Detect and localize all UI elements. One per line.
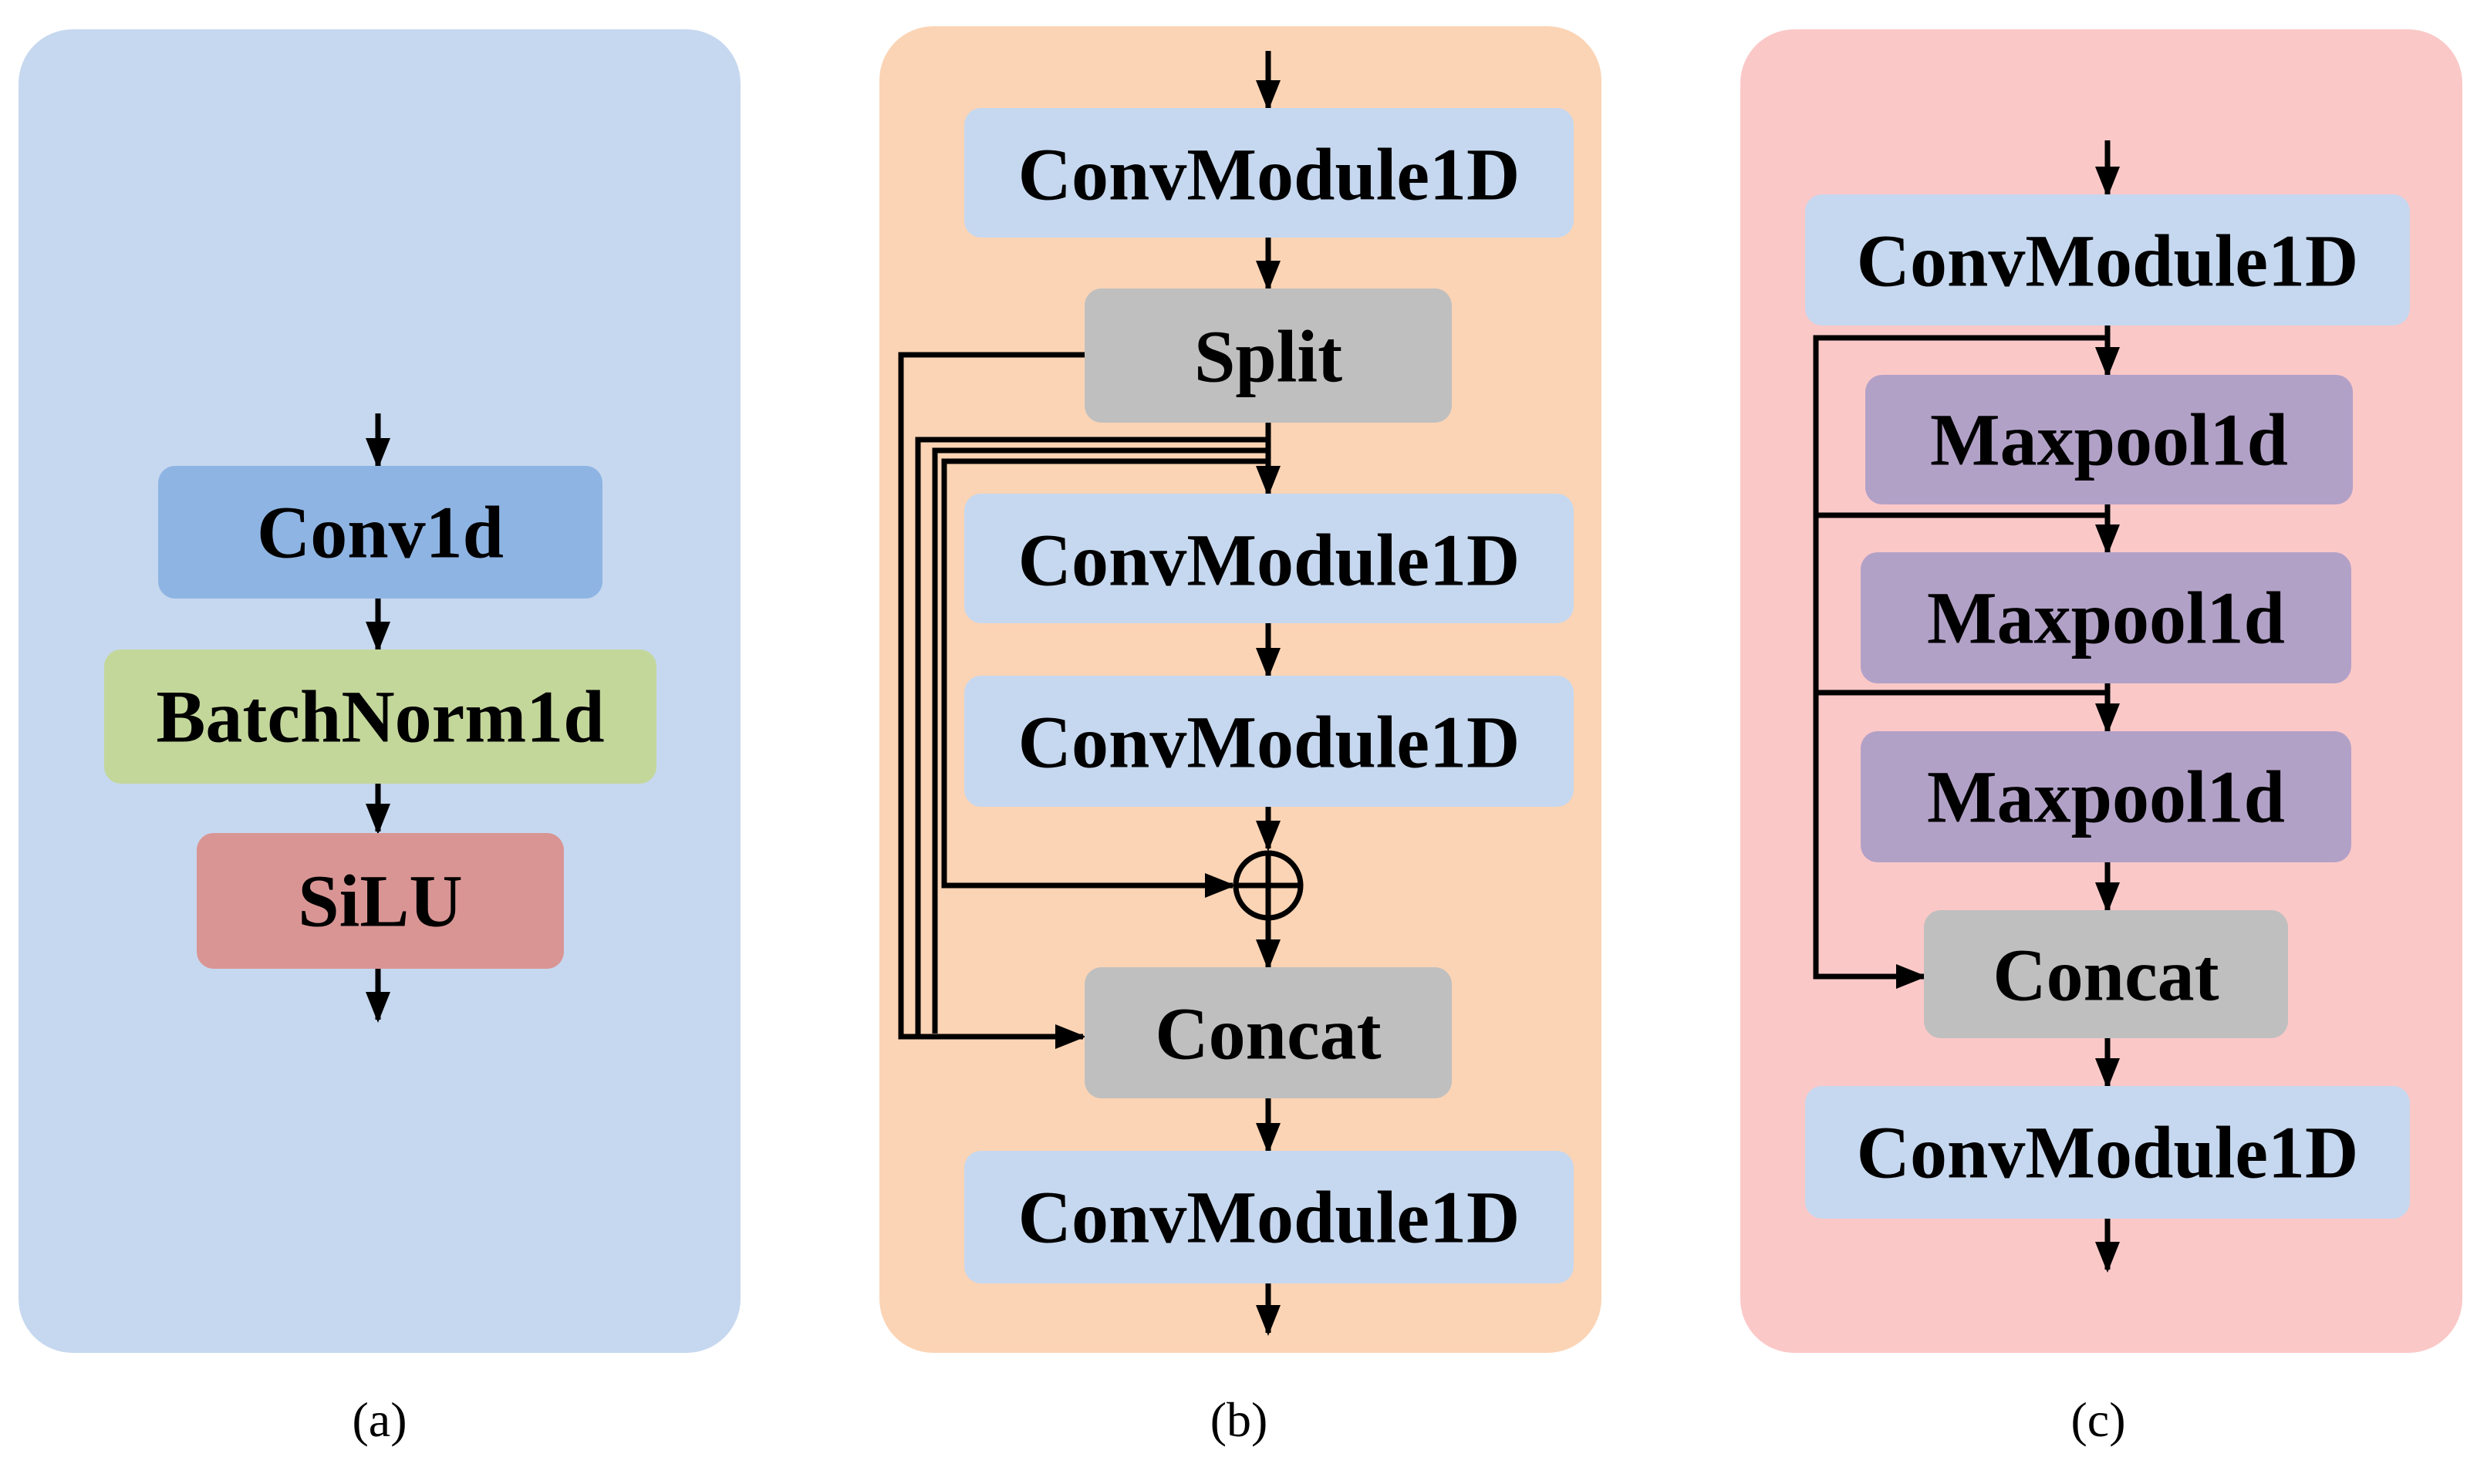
concat-label: Concat — [1155, 993, 1381, 1075]
conv-module-mid1-label: ConvModule1D — [1018, 519, 1520, 602]
conv-module-top-label: ConvModule1D — [1857, 220, 2359, 302]
maxpool-label-3: Maxpool1d — [1927, 756, 2285, 838]
panel-a-caption: (a) — [352, 1392, 407, 1447]
conv-module-top-label: ConvModule1D — [1018, 133, 1520, 216]
conv1d-label: Conv1d — [257, 491, 504, 574]
silu-label: SiLU — [298, 860, 462, 943]
concat-label: Concat — [1993, 934, 2219, 1017]
batchnorm-box — [104, 649, 656, 784]
add-circle-icon — [1233, 850, 1304, 921]
panel-b: ConvModule1D Split ConvModule1D ConvModu… — [879, 26, 1601, 1447]
panel-c-caption: (c) — [2070, 1392, 2125, 1447]
conv-module-bottom-box — [1805, 1086, 2410, 1219]
maxpool-box-2 — [1861, 552, 2351, 683]
branch-connections — [1813, 325, 2120, 989]
conv-module-mid2-label: ConvModule1D — [1018, 701, 1520, 784]
conv-module-bottom-box — [964, 1151, 1574, 1283]
conv-module-bottom-label: ConvModule1D — [1018, 1176, 1520, 1259]
conv1d-box — [158, 466, 602, 599]
split-label: Split — [1194, 315, 1342, 398]
maxpool-label-2: Maxpool1d — [1927, 577, 2285, 659]
conv-module-top-box — [964, 108, 1574, 238]
split-box — [1085, 288, 1452, 423]
panel-b-caption: (b) — [1210, 1392, 1268, 1447]
conv-module-mid1-box — [964, 494, 1574, 623]
maxpool-box-1 — [1865, 375, 2353, 504]
maxpool-box-3 — [1861, 731, 2351, 862]
concat-box — [1085, 967, 1452, 1098]
panel-c: ConvModule1D Maxpool1d Maxpool1d Maxpool… — [1740, 29, 2462, 1447]
panel-a: Conv1d BatchNorm1d SiLU (a) — [19, 29, 741, 1447]
batchnorm-label: BatchNorm1d — [156, 676, 604, 758]
concat-box — [1924, 910, 2288, 1038]
conv-module-mid2-box — [964, 676, 1574, 807]
conv-module-top-box — [1805, 194, 2410, 325]
maxpool-label-1: Maxpool1d — [1930, 399, 2288, 481]
skip-connections — [898, 352, 1271, 1049]
silu-box — [197, 833, 564, 969]
conv-module-bottom-label: ConvModule1D — [1857, 1111, 2359, 1194]
